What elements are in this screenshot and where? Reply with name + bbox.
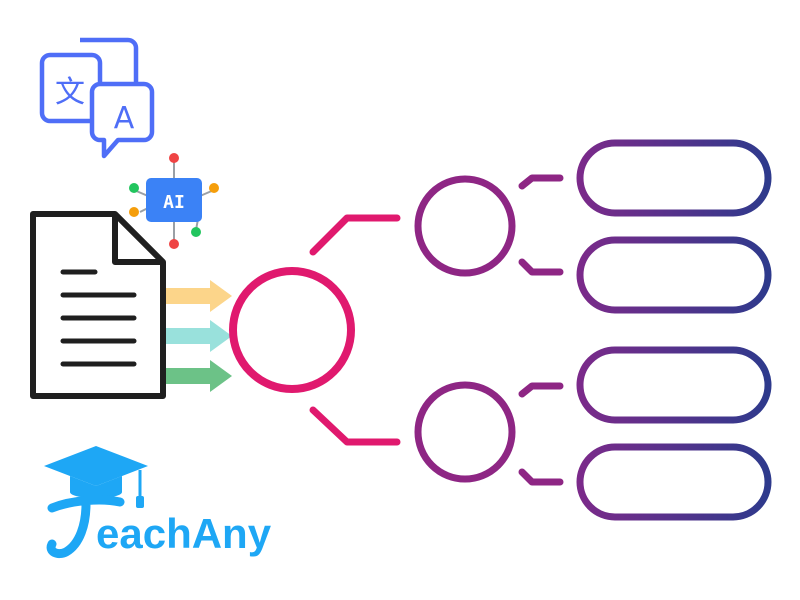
graduation-cap-base bbox=[70, 476, 122, 498]
translate-bubble-right bbox=[89, 81, 155, 159]
arrow-yellow bbox=[158, 280, 232, 312]
document-output-arrows bbox=[158, 280, 232, 392]
document-fold bbox=[112, 214, 163, 265]
chip-pin-left-top bbox=[129, 183, 139, 193]
connector-lower-top bbox=[518, 382, 564, 398]
leaf-nodes bbox=[576, 139, 772, 521]
connector-upper-top bbox=[518, 174, 564, 190]
ai-chip-pins bbox=[129, 153, 219, 249]
branch-connectors bbox=[518, 174, 564, 486]
leaf-node-4 bbox=[576, 443, 772, 521]
translate-glyph-left: 文 bbox=[55, 75, 85, 110]
branch-node-lower bbox=[414, 381, 516, 483]
graduation-cap-tassel-end bbox=[136, 496, 144, 508]
leaf-node-2 bbox=[576, 236, 772, 314]
connector-root-lower bbox=[309, 406, 401, 446]
chip-pin-right-bottom bbox=[191, 227, 201, 237]
branch-node-upper bbox=[414, 175, 516, 277]
root-connectors bbox=[309, 214, 401, 446]
chip-pin-left-bottom bbox=[129, 207, 139, 217]
arrow-cyan bbox=[158, 320, 232, 352]
root-node bbox=[229, 267, 355, 393]
chip-pin-right-top bbox=[209, 183, 219, 193]
connector-lower-bottom bbox=[518, 468, 564, 486]
chip-pin-bottom bbox=[169, 239, 179, 249]
leaf-node-3 bbox=[576, 346, 772, 424]
connector-upper-bottom bbox=[518, 258, 564, 276]
leaf-node-1 bbox=[576, 139, 772, 217]
translate-bubble-back bbox=[80, 37, 139, 84]
brand-letter-t bbox=[46, 495, 125, 559]
translate-glyph-right: A bbox=[114, 101, 135, 136]
chip-pin-top bbox=[169, 153, 179, 163]
ai-chip-label: AI bbox=[163, 192, 185, 213]
brand-name: eachAny bbox=[96, 510, 272, 557]
connector-root-upper bbox=[309, 214, 401, 256]
document-text-lines bbox=[60, 269, 137, 367]
arrow-green bbox=[158, 360, 232, 392]
branch-nodes bbox=[414, 175, 516, 483]
ai-chip-body bbox=[146, 178, 202, 222]
